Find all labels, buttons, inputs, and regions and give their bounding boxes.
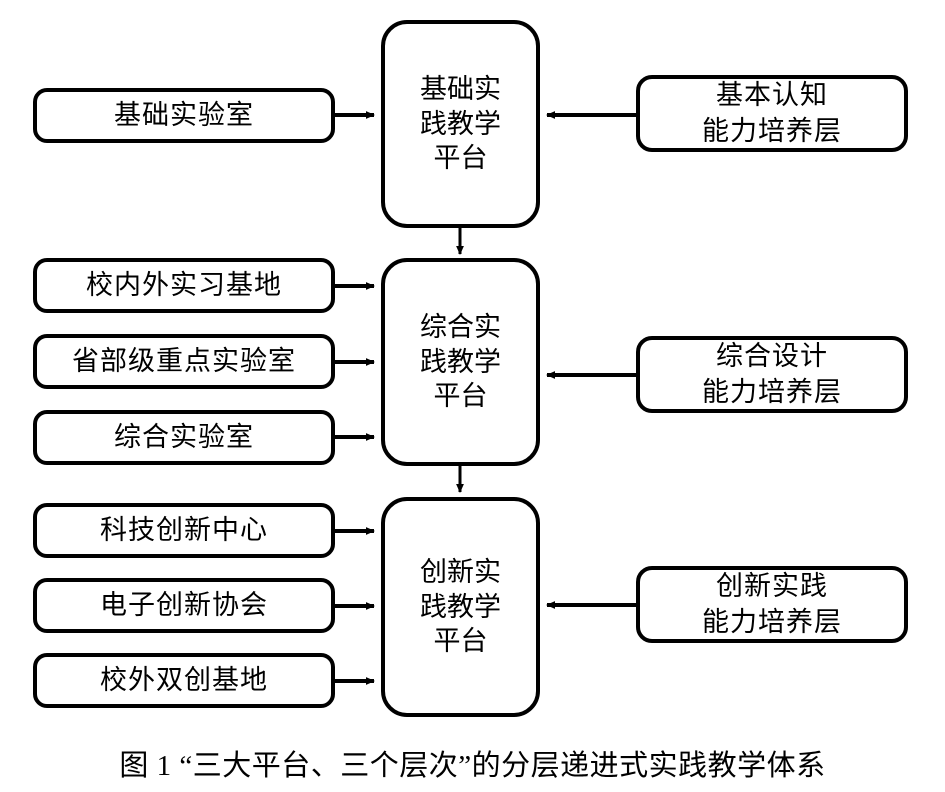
platform-label-basic: 基础实践教学平台 <box>420 74 501 174</box>
resource-box-basic-lab[interactable]: 基础实验室 <box>33 88 335 143</box>
platform-label-comprehensive: 综合实践教学平台 <box>420 312 501 412</box>
platform-box-basic[interactable]: 基础实践教学平台 <box>381 20 540 228</box>
layer-box-innovation-practice[interactable]: 创新实践能力培养层 <box>636 566 908 643</box>
layer-label-basic-cognition: 基本认知能力培养层 <box>702 80 842 146</box>
resource-label: 省部级重点实验室 <box>72 345 296 376</box>
connector-layer <box>335 111 636 685</box>
resource-label: 电子创新协会 <box>100 589 268 620</box>
resource-box-internship-base[interactable]: 校内外实习基地 <box>33 258 335 313</box>
platform-box-innovation[interactable]: 创新实践教学平台 <box>381 497 540 717</box>
resource-label: 基础实验室 <box>114 99 254 130</box>
resource-box-comprehensive-lab[interactable]: 综合实验室 <box>33 410 335 465</box>
layer-label-innovation-practice: 创新实践能力培养层 <box>702 571 842 637</box>
resource-label: 校外双创基地 <box>100 664 268 695</box>
platform-box-comprehensive[interactable]: 综合实践教学平台 <box>381 258 540 466</box>
layer-box-comprehensive-design[interactable]: 综合设计能力培养层 <box>636 336 908 413</box>
resource-box-electronic-innovation-association[interactable]: 电子创新协会 <box>33 578 335 633</box>
layer-label-comprehensive-design: 综合设计能力培养层 <box>702 341 842 407</box>
layer-box-basic-cognition[interactable]: 基本认知能力培养层 <box>636 75 908 152</box>
resource-box-key-lab[interactable]: 省部级重点实验室 <box>33 334 335 389</box>
platform-label-innovation: 创新实践教学平台 <box>420 557 501 657</box>
resource-label: 校内外实习基地 <box>86 269 282 300</box>
resource-box-offcampus-innovation-base[interactable]: 校外双创基地 <box>33 653 335 708</box>
figure-caption: 图 1 “三大平台、三个层次”的分层递进式实践教学体系 <box>119 750 826 782</box>
resource-box-tech-innovation-center[interactable]: 科技创新中心 <box>33 503 335 558</box>
resource-label: 综合实验室 <box>114 421 254 452</box>
resource-label: 科技创新中心 <box>100 514 268 545</box>
